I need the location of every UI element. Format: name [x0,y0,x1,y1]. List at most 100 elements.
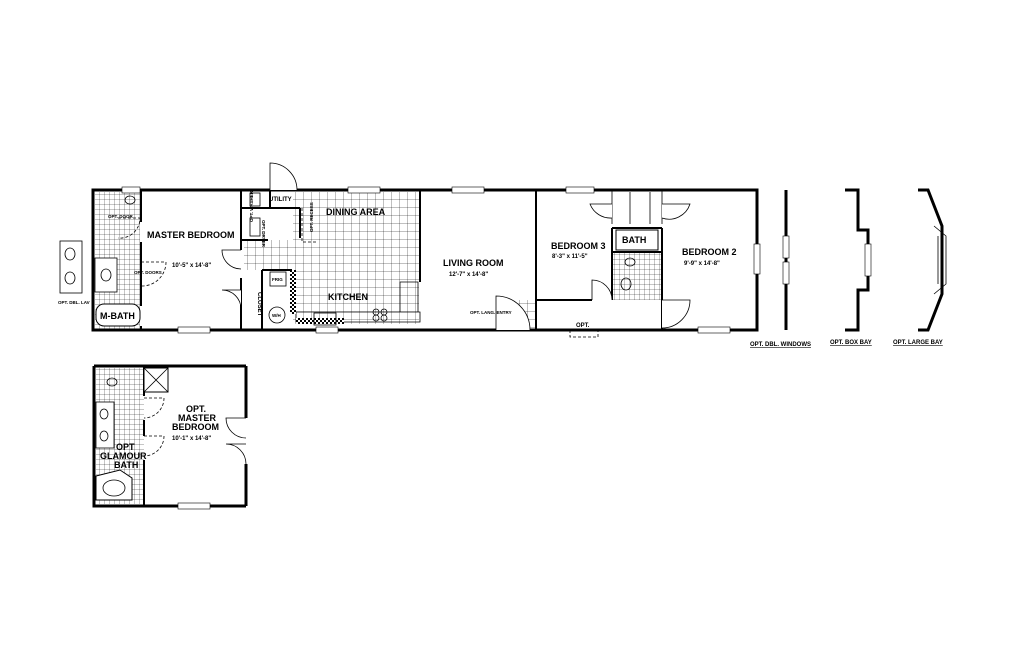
window [177,502,211,510]
note-opt-dryer: OPT. DRYER [261,220,266,248]
alt-shower-x [143,367,169,393]
alternate-master-plan: OPT. MASTER BEDROOM 10'-1" x 14'-8" OPT … [92,364,248,510]
note-opt-washer: OPT. WASHER [249,190,254,222]
sink-icon [99,408,109,420]
master-bath-vanity [94,257,118,293]
dryer-icon [249,217,261,237]
master-closet-door [221,289,242,310]
toilet-icon [624,257,636,267]
opt-box-bay-label: OPT. BOX BAY [830,340,872,346]
bedroom-3-door [591,279,613,301]
opt-dashed-porch [569,330,599,338]
window [177,326,211,334]
sink-icon [64,271,76,285]
room-label-closet: CLOSET [256,292,262,317]
alt-room-dims: 10'-1" x 14'-8" [172,436,211,442]
bathtub-icon [95,303,141,327]
window [864,243,872,277]
large-bay-glass [933,225,947,295]
window [565,186,595,194]
note-water-heater: W/H [272,313,281,318]
sink-icon [99,430,109,442]
utility-walls [241,190,301,241]
main-floor-plan: MASTER BEDROOM 10'-5" x 14'-8" M-BATH UT… [58,162,761,338]
alt-closet-door [225,443,247,465]
alt-opt-door [143,397,165,419]
room-label-master-bedroom: MASTER BEDROOM [147,230,235,240]
opt-dbl-lav-counter [59,240,83,294]
alt-label-master: MASTER [178,413,217,423]
sink-icon [100,268,112,282]
refrigerator-icon [269,271,287,287]
alt-label-opt: OPT. [186,404,206,414]
front-door-swing [269,162,298,191]
alt-label-bedroom: BEDROOM [172,422,219,432]
note-opt-recess: OPT. RECESS [309,202,314,232]
window [451,186,485,194]
sink-icon [64,247,76,261]
bath-walls [612,227,663,300]
alt-exterior-wall [92,364,248,508]
note-opt-dbl-lav: OPT. DBL. LAV [58,300,90,305]
room-label-m-bath: M-BATH [100,311,135,321]
alt-vanity [95,401,115,449]
window [315,326,339,334]
opt-box-bay-wall [845,188,870,332]
room-label-living-room: LIVING ROOM [443,258,504,268]
range-burner-icon [372,314,380,322]
room-label-dining-area: DINING AREA [326,207,386,217]
range-burner-icon [380,314,388,322]
sink-icon [620,277,632,291]
alt-label-glamour-2: GLAMOUR [100,451,147,461]
toilet-icon [106,377,118,387]
hall-closet-walls [611,190,663,224]
room-label-kitchen: KITCHEN [328,292,368,302]
glamour-tub-icon [95,469,133,501]
bath-tub-box [615,229,659,251]
rear-door-swing [495,295,531,331]
opt-large-bay-label: OPT. LARGE BAY [893,340,943,346]
room-label-bedroom-2: BEDROOM 2 [682,247,737,257]
closet-door-left [589,203,613,219]
master-bedroom-door [221,249,242,270]
window [782,235,790,259]
window [121,186,141,194]
kitchen-counter-check [296,318,344,324]
note-opt-doors: OPT. DOORS [134,270,162,275]
note-opt-lang-entry: OPT. LANG. ENTRY [470,310,512,315]
bath-tile-floor [612,252,662,300]
dining-kitchen-tile-floor [293,192,419,324]
note-opt: OPT. [576,323,590,329]
opt-doors [140,261,167,287]
kitchen-sink-icon [313,312,337,326]
bedroom-2-door [661,299,691,329]
room-dims-master-bedroom: 10'-5" x 14'-8" [172,263,211,269]
window [782,261,790,285]
room-label-utility: UTILITY [269,197,292,203]
window [697,326,731,334]
room-label-bedroom-3: BEDROOM 3 [551,241,606,251]
opt-dbl-windows-label: OPT. DBL. WINDOWS [750,342,811,348]
room-label-bath: BATH [622,235,646,245]
window [753,243,761,275]
water-heater-icon [268,306,286,324]
room-dims-bedroom-2: 9'-9" x 14'-8" [684,261,720,267]
window-options: OPT. DBL. WINDOWS OPT. BOX BAY OPT. LARG… [750,188,947,348]
alt-label-glamour-3: BATH [114,460,138,470]
closet-door-right [661,203,691,220]
alt-label-glamour-1: OPT [116,442,135,452]
glamour-tub-basin [102,479,126,497]
dining-divider-check [290,270,296,314]
opt-dashed-utility [301,208,318,243]
alt-opt-doors [143,435,165,457]
washer-icon [249,192,261,207]
note-opt-door: OPT. DOOR [108,214,134,219]
opt-large-bay-wall [918,188,944,332]
entry-tile-floor [244,240,294,270]
opt-door [117,217,141,239]
room-dims-living-room: 12'-7" x 14'-8" [449,272,488,278]
toilet-icon [124,195,136,205]
alt-bedroom-door [225,417,247,439]
note-fridge: FRIG [272,277,283,282]
